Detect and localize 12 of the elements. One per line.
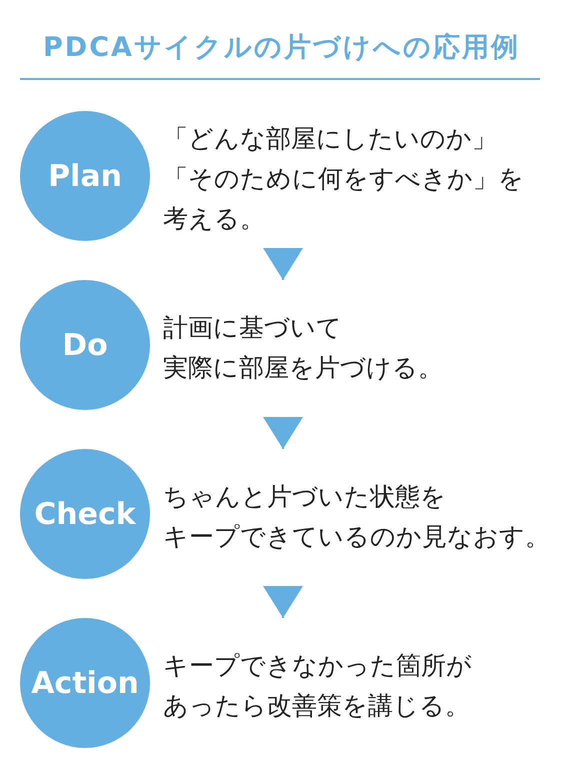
heading: PDCAサイクルの片づけへの応用例 [43,31,520,65]
description-text: ちゃんと片づいた状態をキープできているのか見なおす。 [163,481,550,553]
description-text: 計画に基づいて実際に部屋を片づける。 [163,312,443,384]
step-circle: Do [20,280,150,410]
description-text: キープできなかった箇所があったら改善策を講じる。 [163,650,472,722]
description-text: 「どんな部屋にしたいのか」「そのために何をすべきか」を考える。 [163,123,524,235]
step-circle: Check [20,449,150,579]
step-circle: Action [20,618,150,748]
arrow [263,417,303,449]
arrow [263,248,303,280]
step-circle: Plan [20,111,150,241]
arrow [263,586,303,618]
